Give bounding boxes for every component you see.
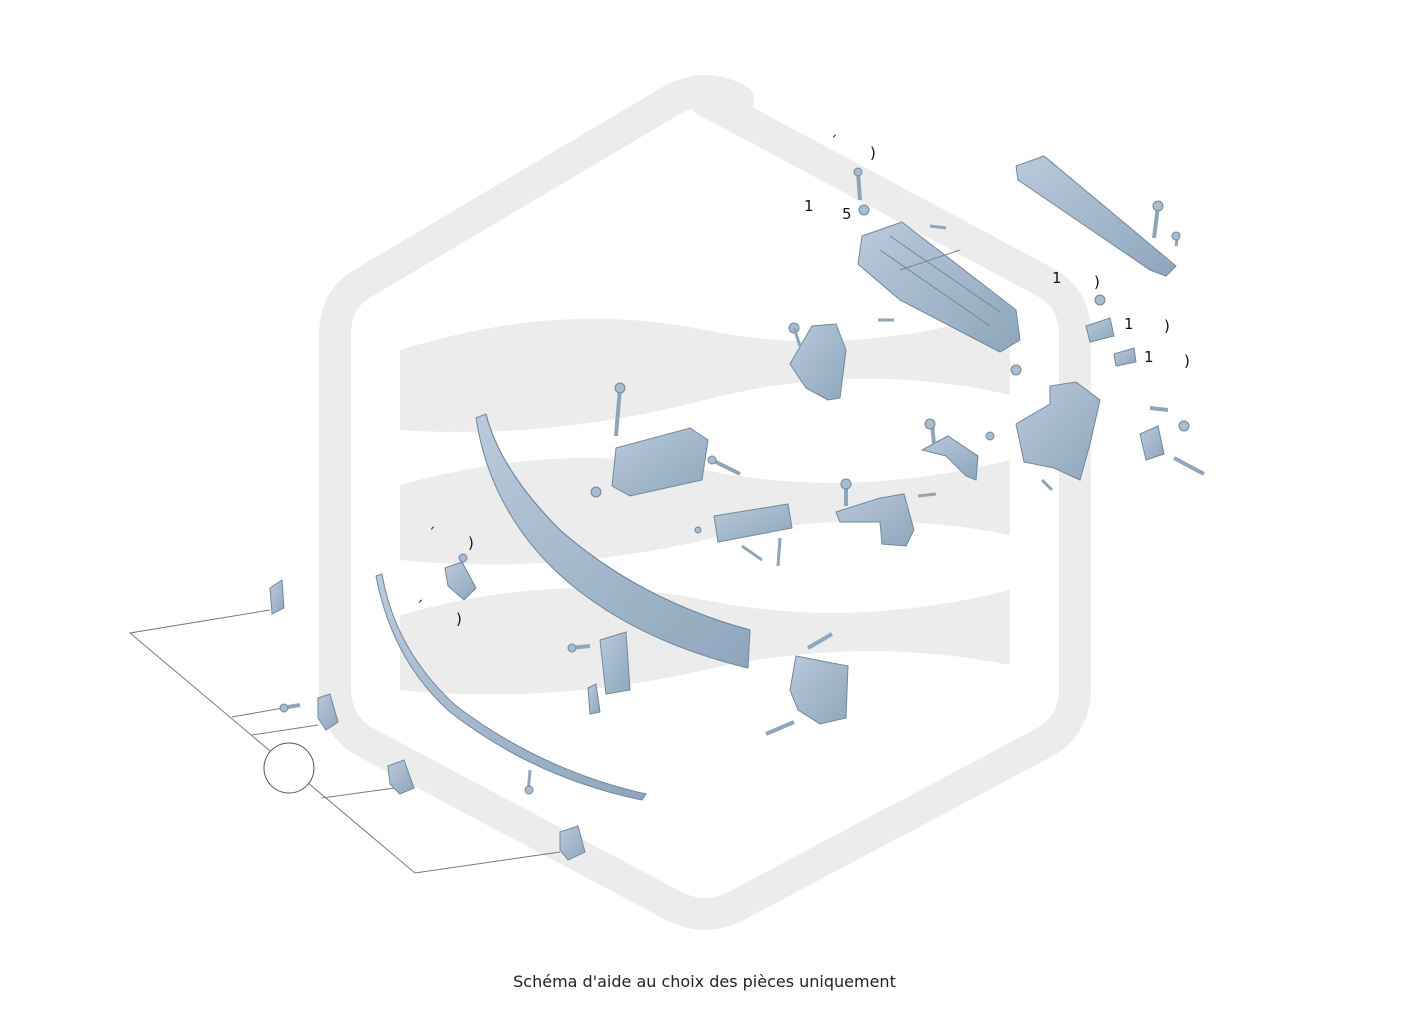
callout-label: ) [1184, 352, 1190, 370]
mounting-bracket-vertical[interactable] [789, 323, 847, 401]
screw-part[interactable] [614, 382, 626, 437]
clip-part[interactable] [317, 693, 339, 731]
callout-label: ´ [830, 133, 838, 151]
screw-part[interactable] [765, 632, 834, 736]
callout-label: ) [1094, 273, 1100, 291]
screw-part[interactable] [279, 703, 301, 713]
screw-part[interactable] [840, 478, 937, 506]
callout-label: 1 [1124, 315, 1134, 333]
diagram-caption: Schéma d'aide au choix des pièces unique… [513, 972, 896, 991]
bracket-part[interactable] [587, 683, 601, 715]
bumper-reinforcement-beam[interactable] [475, 413, 751, 669]
brand-hexagon-watermark [319, 75, 1091, 930]
screw-part[interactable] [1152, 200, 1181, 247]
screw-part[interactable] [567, 643, 591, 653]
clip-part[interactable] [269, 579, 285, 615]
callout-label: ) [456, 610, 462, 628]
screw-part[interactable] [1149, 406, 1205, 476]
lock-carrier-panel[interactable] [857, 221, 1021, 353]
callout-label: 1 [804, 197, 814, 215]
clip-part[interactable] [1113, 347, 1137, 367]
callout-label: 1 [1052, 269, 1062, 287]
lower-cover-right[interactable] [789, 655, 849, 725]
callout-label: ) [468, 534, 474, 552]
screw-part[interactable] [853, 167, 1022, 376]
screw-part[interactable] [924, 418, 1054, 492]
callout-label: ´ [428, 525, 436, 543]
screw-part[interactable] [788, 322, 802, 347]
screw-part[interactable] [458, 553, 468, 563]
clip-part[interactable] [387, 759, 415, 795]
screw-part[interactable] [590, 486, 602, 498]
bracket-part[interactable] [1139, 425, 1165, 461]
reference-circle [263, 742, 315, 794]
upper-crossmember[interactable] [1015, 155, 1177, 277]
callout-labels: ´ ) 1 5 1 ) 1 ) 1 ) ´ ) ´ ) [416, 133, 1190, 628]
crash-box-center[interactable] [713, 503, 793, 543]
bracket-part[interactable] [444, 561, 477, 601]
screw-part[interactable] [524, 769, 534, 795]
callout-label: 1 [1144, 348, 1154, 366]
clip-part[interactable] [1085, 294, 1115, 343]
lower-trim-strip[interactable] [375, 573, 647, 801]
bracket-part[interactable] [599, 631, 631, 695]
bracket-part[interactable] [920, 435, 979, 481]
callout-label: ´ [416, 598, 424, 616]
latch-assembly[interactable] [1015, 381, 1101, 481]
clip-part[interactable] [559, 825, 586, 861]
screw-part[interactable] [707, 455, 741, 476]
callout-label: ) [1164, 317, 1170, 335]
screw-part[interactable] [694, 526, 782, 567]
callout-label: ) [870, 144, 876, 162]
bracket-part[interactable] [835, 493, 915, 547]
crash-box-left[interactable] [611, 427, 709, 497]
callout-label: 5 [842, 205, 852, 223]
